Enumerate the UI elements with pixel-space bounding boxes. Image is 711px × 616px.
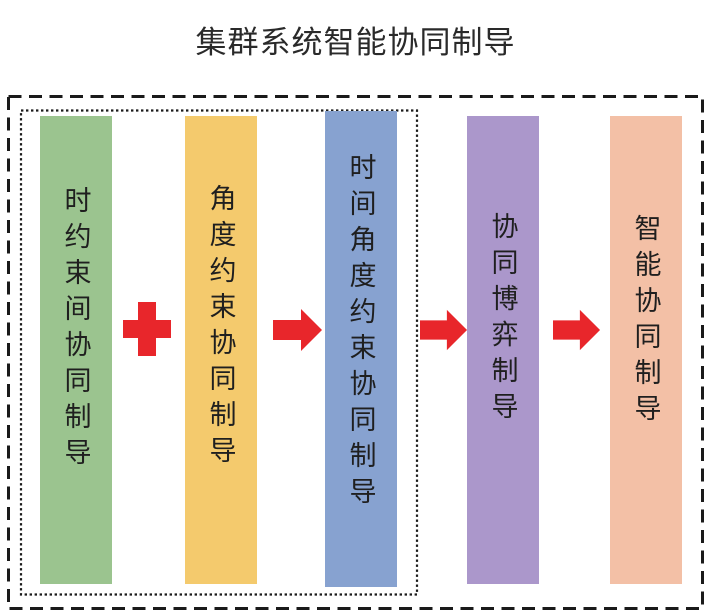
arrow-right-icon — [273, 309, 322, 351]
stage-label: 角度约束协同制导 — [205, 184, 236, 472]
arrow-right-icon — [420, 309, 468, 351]
diagram-title: 集群系统智能协同制导 — [195, 25, 516, 60]
stage-bar-time-angle-constraint: 时间角度约束协同制导 — [325, 111, 397, 587]
stage-label: 时约束间协同制导 — [60, 186, 91, 474]
stage-label: 时间角度约束协同制导 — [345, 153, 376, 513]
stage-label: 智能协同制导 — [630, 214, 661, 430]
stage-label: 协同博弈制导 — [487, 212, 518, 428]
stage-bar-time-constraint: 时约束间协同制导 — [40, 116, 112, 584]
arrow-right-icon — [553, 309, 601, 351]
plus-icon — [123, 302, 171, 356]
stage-bar-cooperative-game: 协同博弈制导 — [467, 116, 539, 584]
stage-bar-angle-constraint: 角度约束协同制导 — [185, 116, 257, 584]
stage-bar-intelligent-cooperative: 智能协同制导 — [610, 116, 682, 584]
